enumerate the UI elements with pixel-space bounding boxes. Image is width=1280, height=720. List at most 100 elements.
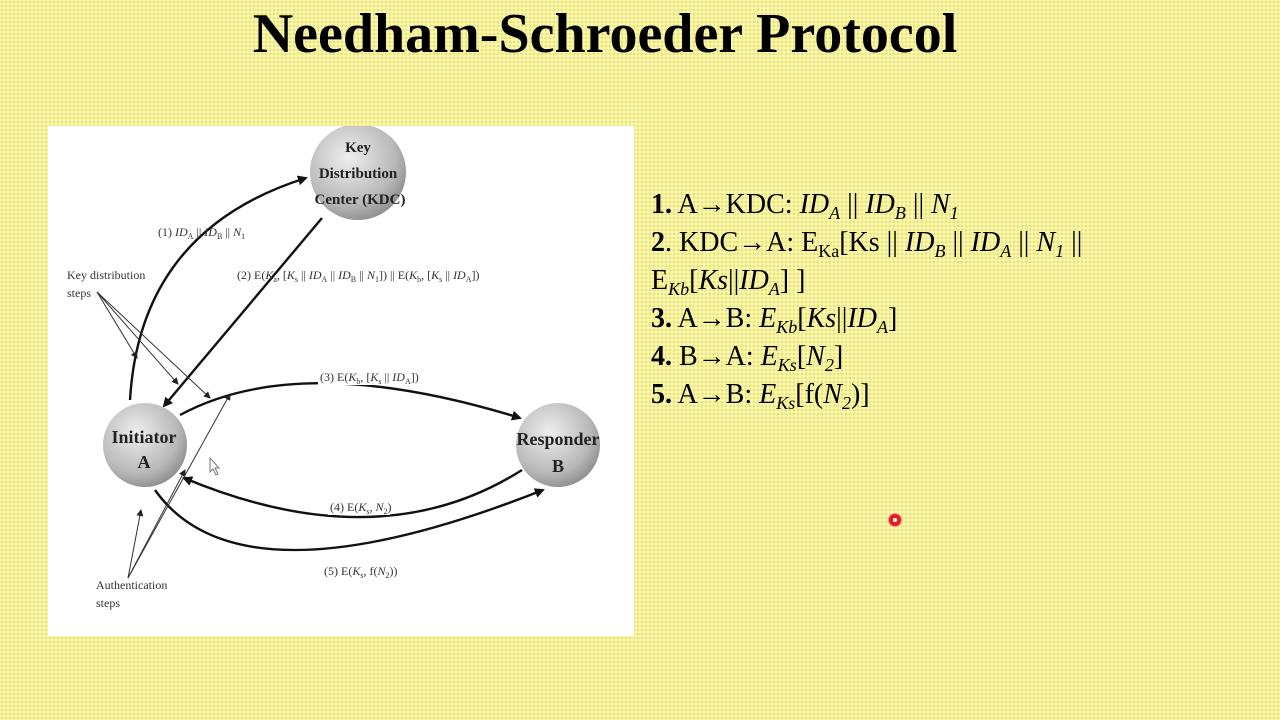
message-text: ID: [203, 225, 217, 239]
step-text: 1.: [651, 189, 672, 220]
responder-label: Responder: [516, 429, 599, 449]
protocol-step: EKb[Ks||IDA] ]: [651, 262, 1211, 300]
step-text: A: [829, 203, 841, 223]
key-distribution-pointer: [96, 291, 138, 359]
message-text: ): [387, 500, 391, 514]
message-text: ]): [472, 268, 480, 282]
step-text: Ka: [818, 241, 840, 261]
slide-title: Needham-Schroeder Protocol: [252, 3, 958, 65]
kdc-label: Distribution: [319, 166, 398, 182]
message-text: K: [264, 268, 274, 282]
message-text: s: [366, 507, 369, 516]
message-5-arrow: [154, 488, 545, 552]
step-text: N: [823, 379, 842, 410]
authentication-annotation: Authentication: [96, 578, 167, 592]
message-text: 2: [385, 571, 389, 580]
step-text: ID: [847, 303, 877, 334]
step-text: A→B:: [672, 303, 760, 334]
message-text: ]): [411, 370, 419, 384]
step-text: ID: [865, 189, 895, 220]
step-text: ]: [833, 341, 844, 372]
step-text: ||: [840, 189, 866, 220]
mouse-cursor-icon: [209, 456, 221, 476]
message-text: N: [366, 268, 376, 282]
step-text: 5.: [651, 379, 672, 410]
message-text: A: [405, 377, 411, 386]
initiator-node: [103, 403, 187, 487]
message-text: b: [356, 377, 360, 386]
message-text: (3) E(: [320, 370, 348, 384]
kdc-node: [310, 126, 406, 220]
step-text: Ks: [806, 303, 837, 334]
message-2-arrow: [162, 217, 323, 408]
step-text: 2: [824, 355, 834, 375]
step-text: E: [759, 303, 777, 334]
message-text: ||: [298, 268, 309, 282]
step-text: A→KDC:: [672, 189, 800, 220]
step-text: ||: [945, 227, 971, 258]
message-text: ID: [174, 225, 188, 239]
message-text: s: [378, 377, 381, 386]
step-text: Ks: [777, 355, 797, 375]
message-text: A: [322, 275, 328, 284]
initiator-label: Initiator: [112, 427, 177, 447]
authentication-annotation: steps: [96, 596, 120, 610]
message-text: b: [417, 275, 421, 284]
step-text: ID: [739, 265, 769, 296]
message-3-label: (3) E(Kb, [Ks || IDA]): [320, 370, 419, 386]
step-text: B→A:: [672, 341, 761, 372]
message-text: 1: [375, 275, 379, 284]
message-1-label: (1) IDA || IDB || N1: [158, 225, 245, 241]
message-text: B: [351, 275, 356, 284]
step-text: ||: [728, 265, 740, 296]
message-text: ID: [337, 268, 351, 282]
step-text: )]: [850, 379, 870, 410]
message-text: A: [466, 275, 472, 284]
message-text: s: [360, 571, 363, 580]
step-text: 4.: [651, 341, 672, 372]
message-4-label: (4) E(Ks, N2): [330, 500, 391, 516]
message-text: a: [273, 275, 277, 284]
message-text: 1: [241, 232, 245, 241]
message-text: ID: [308, 268, 322, 282]
message-text: , [: [360, 370, 370, 384]
message-text: ||: [327, 268, 338, 282]
step-text: N: [806, 341, 825, 372]
message-text: (2) E(: [237, 268, 265, 282]
step-text: Kb: [668, 279, 690, 299]
step-text: ||: [836, 303, 848, 334]
message-text: ,: [369, 500, 375, 514]
message-4-arrow: [182, 468, 523, 519]
step-text: 1: [949, 203, 959, 223]
message-text: N: [376, 564, 386, 578]
step-text: N: [1036, 227, 1056, 258]
step-text: Ks: [698, 265, 729, 296]
message-text: (1): [158, 225, 175, 239]
step-text: ID: [799, 189, 830, 220]
step-text: E: [651, 265, 669, 296]
message-text: )): [389, 564, 397, 578]
message-text: ||: [222, 225, 233, 239]
protocol-step: 5. A→B: EKs[f(N2)]: [651, 376, 1211, 414]
message-text: N: [232, 225, 242, 239]
message-text: (5) E(: [324, 564, 352, 578]
step-text: A→B:: [672, 379, 760, 410]
kdc-label: Key: [345, 140, 371, 156]
step-text: B: [894, 203, 906, 223]
message-text: ||: [442, 268, 453, 282]
step-text: ] ]: [779, 265, 806, 296]
responder-label: B: [552, 456, 564, 476]
message-text: 2: [383, 507, 387, 516]
message-text: K: [430, 268, 440, 282]
message-text: ||: [193, 225, 204, 239]
key-distribution-annotation: steps: [67, 286, 91, 300]
step-text: ||: [1064, 227, 1083, 258]
message-text: s: [439, 275, 442, 284]
message-text: ID: [391, 370, 405, 384]
